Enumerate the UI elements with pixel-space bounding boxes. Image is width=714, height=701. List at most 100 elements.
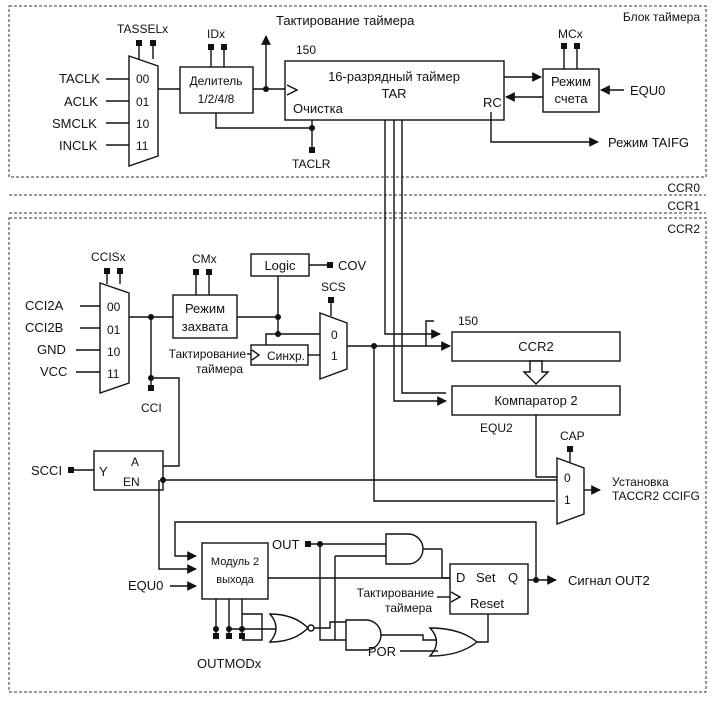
inclk-input: INCLK	[59, 138, 98, 153]
smclk-input: SMCLK	[52, 116, 97, 131]
tar-rc: RC	[483, 95, 502, 110]
equ0-input: EQU0	[630, 83, 665, 98]
divider-title: Делитель	[190, 74, 243, 88]
cap-bit	[567, 446, 573, 452]
id-bit-0	[208, 44, 214, 50]
set-ccifg-line1: Установка	[612, 475, 669, 489]
cci2a-input: CCI2A	[25, 298, 64, 313]
taclr-bit	[309, 147, 315, 153]
ccr1-frame: CCR1	[9, 199, 706, 214]
cov-bit	[327, 262, 333, 268]
ccis-code-10: 10	[107, 345, 121, 359]
tassel-bit-0	[136, 40, 142, 46]
tassel-code-10: 10	[136, 117, 150, 131]
scs-input-1: 1	[331, 349, 338, 363]
ccis-code-11: 11	[107, 367, 120, 381]
mc-label: MCx	[558, 27, 583, 41]
and-gate-lower	[345, 619, 382, 651]
out-bit-label: OUT	[272, 537, 300, 552]
tassel-code-11: 11	[136, 139, 149, 153]
cap-label: CAP	[560, 429, 585, 443]
out-bit	[305, 541, 311, 547]
cm-bit-1	[206, 269, 212, 275]
capture-clock-line1: Тактирование	[169, 347, 247, 361]
tassel-code-00: 00	[136, 72, 150, 86]
divider-ratio: 1/2/4/8	[198, 92, 235, 106]
scs-bit	[328, 297, 334, 303]
tassel-label: TASSELx	[117, 22, 168, 36]
cci-label: CCI	[141, 401, 162, 415]
clock-source-mux	[128, 55, 159, 167]
cov-label: COV	[338, 258, 367, 273]
ccr2-register	[451, 331, 621, 362]
sync-label: Синхр.	[267, 349, 305, 363]
id-label: IDx	[207, 27, 225, 41]
ccr2-section-frame: CCR2	[8, 217, 707, 693]
cci2b-input: CCI2B	[25, 320, 63, 335]
gnd-input: GND	[37, 342, 66, 357]
cm-label: CMx	[192, 252, 217, 266]
mc-bit-0	[561, 43, 567, 49]
timer-block-label: Блок таймера	[623, 10, 700, 24]
ff-set: Set	[476, 570, 496, 585]
ff-clock-line1: Тактирование	[357, 586, 435, 600]
tar-name: TAR	[381, 86, 406, 101]
ccis-bit-0	[104, 268, 110, 274]
outmod-bit-1	[226, 633, 232, 639]
output-module-line1: Модуль 2	[211, 556, 259, 568]
d-flipflop	[449, 563, 529, 615]
out2-signal: Сигнал OUT2	[568, 573, 650, 588]
ccis-code-00: 00	[107, 300, 121, 314]
and-gate-upper	[385, 533, 424, 565]
tar-title: 16-разрядный таймер	[328, 69, 460, 84]
ff-q: Q	[508, 570, 518, 585]
cm-bit-0	[193, 269, 199, 275]
scs-label: SCS	[321, 280, 346, 294]
ccr2-register-label: CCR2	[518, 339, 553, 354]
latch-en: EN	[123, 475, 140, 489]
ccr2-label: CCR2	[667, 222, 700, 236]
output-module-block	[201, 542, 269, 600]
cap-input-1: 1	[564, 493, 571, 507]
scs-mux	[319, 311, 348, 381]
ccr1-label: CCR1	[667, 199, 700, 213]
capture-input-mux	[99, 282, 130, 394]
outmod-label: OUTMODx	[197, 656, 262, 671]
aclk-input: ACLK	[64, 94, 98, 109]
ff-clock-line2: таймера	[385, 601, 432, 615]
mc-bit-1	[574, 43, 580, 49]
ccr2-to-comparator-arrow	[522, 360, 550, 385]
outmod-bit-0	[213, 633, 219, 639]
taclk-input: TACLK	[59, 71, 100, 86]
tar-bits: 150	[296, 43, 316, 57]
comparator-label: Компаратор 2	[494, 393, 577, 408]
por-label: POR	[368, 644, 396, 659]
taclr-label: TACLR	[292, 157, 331, 171]
ccis-label: CCISx	[91, 250, 126, 264]
output-module-line2: выхода	[216, 574, 254, 586]
id-bit-1	[221, 44, 227, 50]
scci-bit	[68, 467, 74, 473]
tar-register	[284, 60, 505, 121]
ccis-bit-1	[117, 268, 123, 274]
ccr0-frame: CCR0	[9, 181, 706, 196]
tassel-code-01: 01	[136, 95, 150, 109]
ff-reset: Reset	[470, 596, 504, 611]
timer-clock-output: Тактирование таймера	[276, 13, 415, 28]
cap-mux	[556, 456, 585, 526]
taifg-output: Режим TAIFG	[608, 135, 689, 150]
tar-clear: Очистка	[293, 101, 344, 116]
ccr0-label: CCR0	[667, 181, 700, 195]
output-equ0-input: EQU0	[128, 578, 163, 593]
logic-label: Logic	[264, 258, 296, 273]
set-ccifg-line2: TACCR2 CCIFG	[612, 489, 700, 503]
cci-bit	[148, 385, 154, 391]
timer-section-frame: Блок таймера	[8, 5, 707, 178]
ccis-code-01: 01	[107, 323, 121, 337]
cap-input-0: 0	[564, 471, 571, 485]
ccr2-bits: 150	[458, 314, 478, 328]
capture-mode-line2: захвата	[182, 319, 229, 334]
capture-clock-line2: таймера	[196, 362, 243, 376]
equ2-label: EQU2	[480, 421, 513, 435]
scci-label: SCCI	[31, 463, 62, 478]
